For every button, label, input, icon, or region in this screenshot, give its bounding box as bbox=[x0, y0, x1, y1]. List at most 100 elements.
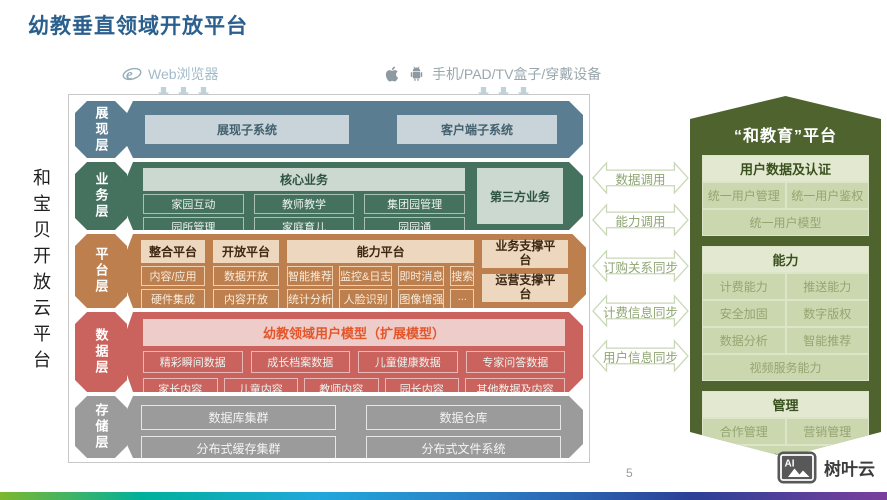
capability-platform-header: 能力平台 bbox=[287, 240, 474, 263]
sync-arrow-billing: 计费信息同步 bbox=[592, 293, 689, 330]
panel-cell: 统一用户鉴权 bbox=[787, 183, 869, 208]
platform-item: 统计分析 bbox=[287, 289, 333, 309]
mobile-devices-label: 手机/PAD/TV盒子/穿戴设备 bbox=[432, 66, 602, 82]
business-item: 教师教学 bbox=[254, 194, 355, 214]
business-support-platform: 业务支撑平台 bbox=[482, 240, 568, 268]
panel-cell: 安全加固 bbox=[703, 301, 785, 326]
architecture-frame: 展现层 展现子系统 客户端子系统 业务层 核心业务 家园互动 教师教学 集团园管… bbox=[68, 94, 590, 463]
svg-text:e: e bbox=[126, 67, 133, 83]
android-icon bbox=[410, 66, 423, 81]
panel-cell: 推送能力 bbox=[787, 274, 869, 299]
capability-grid: 智能推荐 监控&日志 即时消息 搜索 统计分析 人脸识别 图像增强 ... bbox=[287, 266, 474, 309]
core-business-header: 核心业务 bbox=[143, 168, 465, 191]
double-arrow-icon bbox=[592, 203, 689, 237]
platform-item: 内容/应用 bbox=[141, 266, 205, 286]
web-down-arrows bbox=[158, 87, 209, 99]
panel-cell: 合作管理 bbox=[703, 419, 785, 444]
panel-cell: 数字版权 bbox=[787, 301, 869, 326]
mobile-down-arrows bbox=[478, 87, 529, 99]
sync-arrow-label: 计费信息同步 bbox=[602, 306, 678, 320]
section-row: 数据分析 智能推荐 bbox=[703, 328, 868, 353]
panel-cell: 计费能力 bbox=[703, 274, 785, 299]
logo-brand-text: 树叶云 bbox=[824, 460, 875, 479]
layer-label-storage: 存储层 bbox=[75, 396, 127, 458]
down-arrow-icon bbox=[178, 87, 189, 99]
layer-label-presentation: 展现层 bbox=[75, 101, 127, 158]
section-header: 管理 bbox=[703, 392, 868, 417]
storage-item: 数据库集群 bbox=[141, 405, 336, 430]
apple-icon bbox=[385, 66, 399, 82]
data-item: 成长档案数据 bbox=[251, 351, 351, 373]
double-arrow-icon bbox=[592, 339, 689, 373]
open-platform-column: 开放平台 数据开放 内容开放 bbox=[213, 240, 279, 302]
sync-arrow-user-info: 用户信息同步 bbox=[592, 338, 689, 375]
third-party-business: 第三方业务 bbox=[477, 168, 563, 224]
section-header: 能力 bbox=[703, 247, 868, 272]
section-row: 视频服务能力 bbox=[703, 355, 868, 380]
capability-platform-column: 能力平台 智能推荐 监控&日志 即时消息 搜索 统计分析 人脸识别 图像增强 .… bbox=[287, 240, 474, 302]
down-arrow-icon bbox=[158, 87, 169, 99]
panel-cell: 智能推荐 bbox=[787, 328, 869, 353]
section-row: 安全加固 数字版权 bbox=[703, 301, 868, 326]
platform-item: ... bbox=[450, 289, 474, 309]
layer-band-presentation: 展现子系统 客户端子系统 bbox=[119, 101, 583, 158]
platform-item: 智能推荐 bbox=[287, 266, 333, 286]
layer-band-business: 核心业务 家园互动 教师教学 集团园管理 园所管理 家庭育儿 园园通 第三方业务 bbox=[119, 162, 583, 230]
sync-arrow-label: 能力调用 bbox=[615, 215, 666, 229]
double-arrow-icon bbox=[592, 161, 689, 195]
storage-item: 分布式缓存集群 bbox=[141, 436, 336, 461]
page-number: 5 bbox=[626, 466, 633, 480]
section-user-data-auth: 用户数据及认证 统一用户管理 统一用户鉴权 统一用户模型 bbox=[702, 155, 869, 236]
storage-item: 分布式文件系统 bbox=[366, 436, 561, 461]
double-arrow-icon bbox=[592, 294, 689, 328]
platform-item: 内容开放 bbox=[213, 289, 279, 309]
sync-arrow-data-call: 数据调用 bbox=[592, 160, 689, 197]
section-row: 计费能力 推送能力 bbox=[703, 274, 868, 299]
down-arrow-icon bbox=[518, 87, 529, 99]
sync-arrow-subscription: 订购关系同步 bbox=[592, 248, 689, 285]
shuyeyun-logo-icon: AI bbox=[777, 451, 817, 484]
section-row: 合作管理 营销管理 bbox=[703, 419, 868, 444]
down-arrow-icon bbox=[198, 87, 209, 99]
sync-arrow-label: 用户信息同步 bbox=[602, 351, 678, 365]
double-arrow-icon bbox=[592, 249, 689, 283]
platform-item: 监控&日志 bbox=[339, 266, 392, 286]
layer-data: 数据层 幼教领域用户模型（扩展模型） 精彩瞬间数据 成长档案数据 儿童健康数据 … bbox=[75, 312, 583, 392]
section-row: 统一用户管理 统一用户鉴权 bbox=[703, 183, 868, 208]
layer-label-platform: 平台层 bbox=[75, 234, 127, 308]
footer-logo: AI 树叶云 bbox=[777, 451, 875, 484]
layer-presentation: 展现层 展现子系统 客户端子系统 bbox=[75, 101, 583, 158]
business-item: 集团园管理 bbox=[364, 194, 465, 214]
panel-sections: 用户数据及认证 统一用户管理 统一用户鉴权 统一用户模型 能力 计费能力 推送能… bbox=[690, 146, 881, 472]
logo-ai-text: AI bbox=[785, 459, 795, 470]
operation-support-platform: 运营支撑平台 bbox=[482, 274, 568, 302]
platform-item: 即时消息 bbox=[398, 266, 444, 286]
platform-item: 图像增强 bbox=[398, 289, 444, 309]
data-row-1: 精彩瞬间数据 成长档案数据 儿童健康数据 专家问答数据 bbox=[143, 351, 565, 373]
layer-band-platform: 整合平台 内容/应用 硬件集成 开放平台 数据开放 内容开放 能力平台 智能推荐… bbox=[119, 234, 586, 308]
core-business-grid: 家园互动 教师教学 集团园管理 园所管理 家庭育儿 园园通 bbox=[143, 194, 465, 237]
layer-band-storage: 数据库集群 数据仓库 分布式缓存集群 分布式文件系统 bbox=[119, 396, 583, 458]
integration-platform-column: 整合平台 内容/应用 硬件集成 bbox=[141, 240, 205, 302]
panel-title: “和教育”平台 bbox=[733, 128, 837, 145]
layer-storage: 存储层 数据库集群 数据仓库 分布式缓存集群 分布式文件系统 bbox=[75, 396, 583, 458]
client-subsystem: 客户端子系统 bbox=[397, 115, 557, 144]
down-arrow-icon bbox=[498, 87, 509, 99]
layer-label-business: 业务层 bbox=[75, 162, 127, 230]
sync-arrow-capability-call: 能力调用 bbox=[592, 202, 689, 239]
web-browser-device: e Web浏览器 bbox=[122, 64, 219, 84]
data-item: 精彩瞬间数据 bbox=[143, 351, 243, 373]
layer-platform: 平台层 整合平台 内容/应用 硬件集成 开放平台 数据开放 内容开放 能力平台 … bbox=[75, 234, 583, 308]
core-business-block: 核心业务 家园互动 教师教学 集团园管理 园所管理 家庭育儿 园园通 bbox=[143, 168, 465, 224]
mobile-devices: 手机/PAD/TV盒子/穿戴设备 bbox=[383, 64, 601, 84]
hejiaoyu-platform-panel: “和教育”平台 用户数据及认证 统一用户管理 统一用户鉴权 统一用户模型 能力 … bbox=[690, 96, 881, 457]
sync-arrow-label: 数据调用 bbox=[615, 173, 666, 187]
section-capability: 能力 计费能力 推送能力 安全加固 数字版权 数据分析 智能推荐 视频服务能力 bbox=[702, 246, 869, 381]
section-header: 用户数据及认证 bbox=[703, 156, 868, 181]
platform-item: 人脸识别 bbox=[339, 289, 392, 309]
panel-cell: 营销管理 bbox=[787, 419, 869, 444]
sync-arrow-label: 订购关系同步 bbox=[602, 261, 678, 275]
down-arrow-icon bbox=[478, 87, 489, 99]
data-item: 儿童健康数据 bbox=[358, 351, 458, 373]
